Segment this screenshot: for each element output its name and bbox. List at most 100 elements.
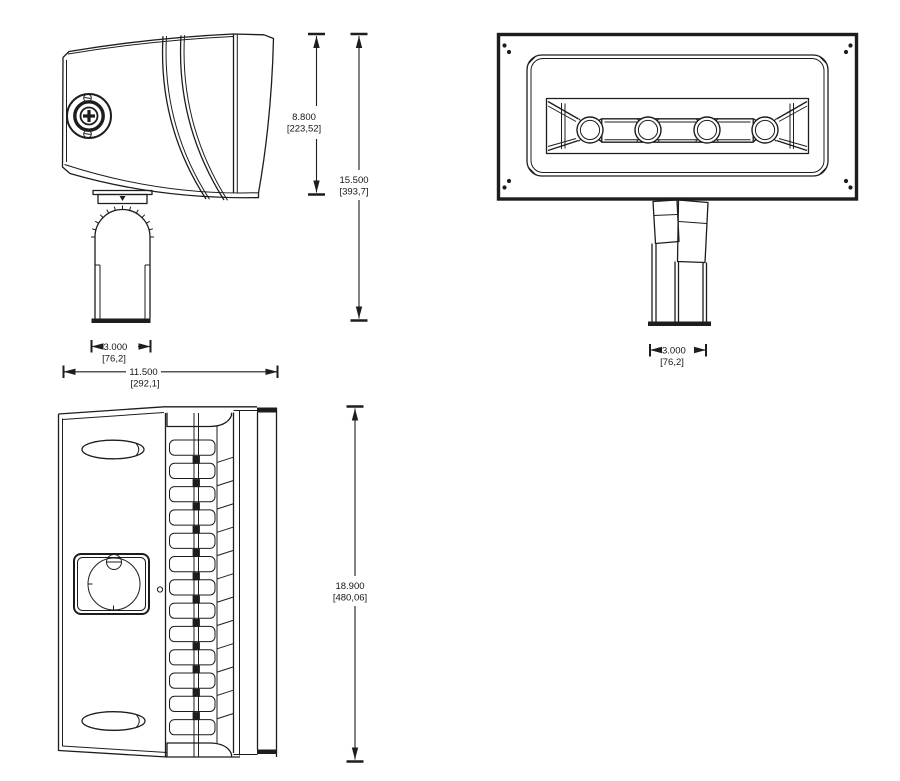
heatsink-fin-slot <box>169 556 216 573</box>
knuckle-index-marker <box>119 196 126 201</box>
heatsink-fin-slot <box>169 672 216 689</box>
heatsink-fin-slot <box>169 439 216 456</box>
dim-text-mm: [292,1] <box>130 379 159 390</box>
lens-frame <box>526 54 829 177</box>
dim-overall-width: 11.500 [292,1] <box>62 365 279 390</box>
led-optic-3 <box>693 116 721 144</box>
heatsink-fin-slot <box>169 649 216 666</box>
dim-text-mm: [393,7] <box>339 187 368 198</box>
dim-text-inches: 15.500 <box>339 175 368 186</box>
plate-circle <box>87 557 141 611</box>
optic-inner-ring <box>579 119 601 141</box>
fitter-inner-walls <box>99 265 146 319</box>
led-optic-1 <box>576 116 604 144</box>
gasket-outer <box>526 54 829 177</box>
dial-bottom-screw-slot <box>84 133 91 135</box>
screw-dot <box>848 185 853 190</box>
plate-outer <box>73 553 150 615</box>
heatsink-fin-slot <box>169 486 216 503</box>
right-wing-inner <box>778 105 808 147</box>
front-view <box>496 32 859 326</box>
lens-cap-top <box>257 407 277 413</box>
dim-text-inches: 11.500 <box>129 367 157 378</box>
dial-top-screw <box>83 93 92 103</box>
body-band-curve-1a <box>161 36 207 200</box>
optic-inner-ring <box>696 119 718 141</box>
screw-dot <box>843 178 849 184</box>
plate-circle-ticks <box>88 583 114 610</box>
fin-rail-lines <box>193 413 199 757</box>
led-optic-4 <box>751 116 779 144</box>
screw-dot <box>506 178 512 184</box>
led-module <box>545 97 810 155</box>
dial-top-screw-slot <box>84 97 91 99</box>
handle-slot-top-lip <box>135 443 140 456</box>
heatsink-fin-slot <box>169 509 216 526</box>
optic-corner-ticks <box>753 118 777 142</box>
screw-dot <box>848 43 853 48</box>
optic-corner-ticks <box>636 118 660 142</box>
heatsink-fin-slot <box>169 462 216 479</box>
panel-top-edge-inner <box>62 412 165 420</box>
panel-bottom-edge-inner <box>62 745 168 753</box>
dim-fitter-width-front: 3.000 [76,2] <box>649 344 707 368</box>
rear-view <box>57 406 278 758</box>
slipfitter-side <box>91 237 151 323</box>
screw-dot <box>502 43 507 48</box>
handle-slot-bottom-lip <box>136 714 140 728</box>
dim-text-inches: 8.800 <box>292 112 316 123</box>
handle-slot-top <box>81 439 145 460</box>
led-optic-2 <box>634 116 662 144</box>
fitter-pipe-lines <box>651 243 708 322</box>
heatsink-fin-slot <box>169 602 216 619</box>
corner-screws <box>502 43 853 190</box>
handle-slot-bottom <box>81 711 146 731</box>
housing-top-inner-line <box>67 36 234 55</box>
body-band-curve-1b <box>165 35 210 200</box>
knuckle-plate-lower <box>97 193 148 205</box>
dim-text-mm: [480,06] <box>333 593 367 604</box>
knuckle-block-seams <box>653 214 707 224</box>
left-wing-outer <box>547 100 579 152</box>
dim-overall-length: 18.900 [480,06] <box>333 405 367 763</box>
slipfitter-front <box>648 243 711 326</box>
knuckle-serrated-dome <box>94 208 151 238</box>
dim-overall-height: 15.500 [393,7] <box>339 32 369 322</box>
dim-fitter-width-side: 3.000 [76,2] <box>90 340 152 365</box>
led-bar-inner-lines <box>604 121 751 141</box>
module-housing <box>545 97 810 155</box>
fin-bottom-bracket <box>166 742 233 757</box>
body-band-curve-2b <box>183 35 228 201</box>
fitter-outer-walls <box>94 237 151 319</box>
left-wing-inner <box>547 105 577 147</box>
rear-lens-edge <box>233 407 278 757</box>
housing-bottom-inner-line <box>64 164 259 194</box>
plate-inner <box>77 557 146 611</box>
lens-cap-bottom <box>257 749 277 754</box>
knuckle-block-right <box>676 199 709 264</box>
dial-bottom-screw <box>83 129 92 139</box>
mounting-knuckle-front <box>652 199 709 264</box>
optic-inner-ring <box>637 119 659 141</box>
gasket-inner <box>530 58 825 173</box>
weep-hole <box>156 586 164 593</box>
dim-text-mm: [76,2] <box>660 357 684 368</box>
heatsink-fin-slot <box>169 532 216 549</box>
front-frame <box>496 32 859 201</box>
optic-corner-ticks <box>695 118 719 142</box>
side-view <box>61 33 275 323</box>
dim-text-inches: 3.000 <box>662 345 686 356</box>
screw-dot <box>502 185 507 190</box>
fitter-base-plate <box>91 318 151 323</box>
dim-text-mm: [223,52] <box>287 124 321 135</box>
right-wing-outer <box>776 100 808 152</box>
knuckle-block-left <box>652 199 680 245</box>
dim-text-inches: 18.900 <box>335 581 364 592</box>
mounting-knuckle-side <box>91 189 154 238</box>
heatsink <box>164 412 235 757</box>
heatsink-fin-slot <box>169 579 216 596</box>
gasket-corner-seams <box>528 55 827 176</box>
optic-inner-ring <box>754 119 776 141</box>
dim-text-mm: [76,2] <box>102 354 126 365</box>
